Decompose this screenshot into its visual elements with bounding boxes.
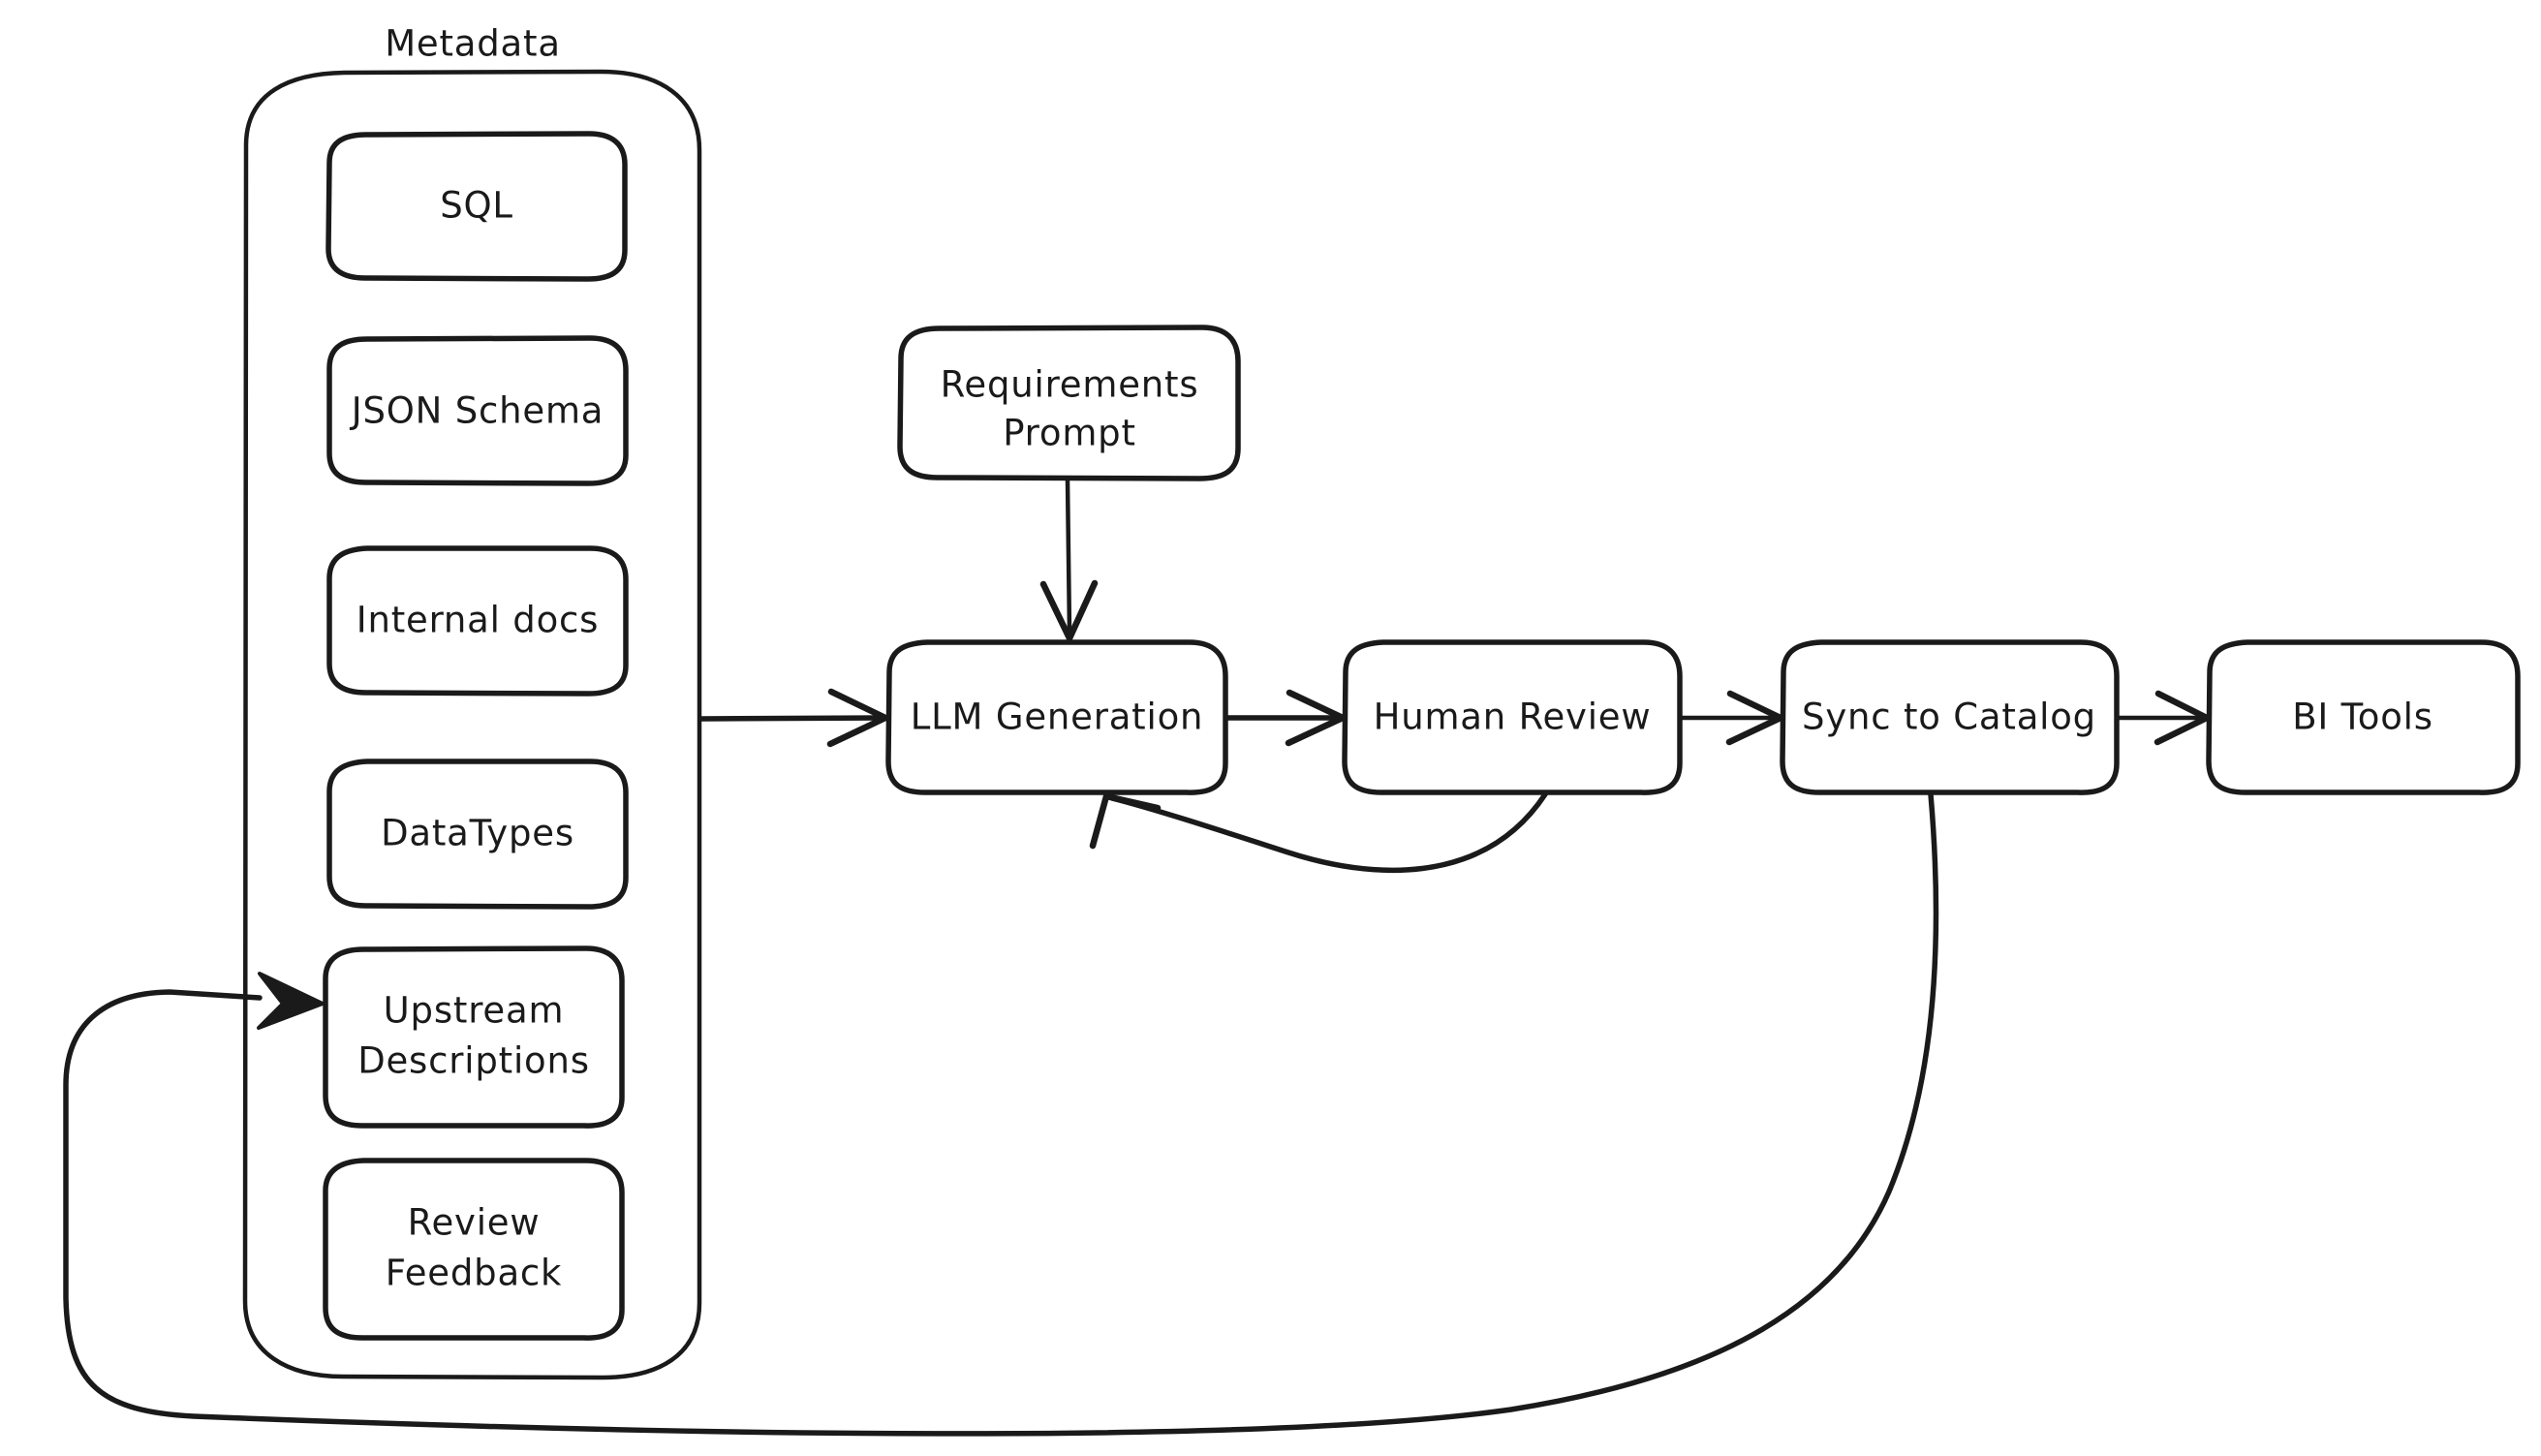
edge-llm-to-review xyxy=(1224,689,1347,747)
node-requirements-prompt-label-line2: Prompt xyxy=(1003,413,1136,454)
edge-review-to-sync xyxy=(1679,690,1784,746)
node-sync-to-catalog-shape xyxy=(1780,639,2120,795)
edge-sync-to-bi xyxy=(2116,690,2211,746)
node-llm-generation-label: LLM Generation xyxy=(911,697,1204,738)
node-upstream-descriptions[interactable]: Upstream Descriptions xyxy=(323,945,625,1129)
node-data-types[interactable]: DataTypes xyxy=(326,759,629,910)
edge-sync-to-upstream-line xyxy=(63,791,1939,1437)
node-requirements-prompt-shape xyxy=(897,325,1241,481)
edge-metadata-to-llm-line xyxy=(698,715,883,722)
node-llm-generation[interactable]: LLM Generation xyxy=(885,639,1228,795)
node-bi-tools-label: BI Tools xyxy=(2292,697,2433,738)
node-review-feedback-label-line1: Review xyxy=(408,1202,541,1244)
node-bi-tools-shape xyxy=(2206,639,2521,795)
node-human-review-label: Human Review xyxy=(1374,697,1652,738)
edge-sync-to-upstream xyxy=(63,791,1939,1437)
node-upstream-descriptions-label-line2: Descriptions xyxy=(357,1040,590,1082)
node-requirements-prompt-label-line1: Requirements xyxy=(941,364,1199,406)
node-bi-tools[interactable]: BI Tools xyxy=(2206,639,2521,795)
node-sync-to-catalog-label: Sync to Catalog xyxy=(1802,697,2096,738)
edge-prompt-to-llm-arrowhead xyxy=(1039,579,1099,642)
edge-metadata-to-llm xyxy=(698,688,889,748)
node-json-schema[interactable]: JSON Schema xyxy=(326,335,629,486)
node-review-feedback-shape xyxy=(323,1158,625,1341)
node-review-feedback-label-line2: Feedback xyxy=(386,1253,563,1294)
node-upstream-descriptions-label-line1: Upstream xyxy=(384,990,565,1032)
node-human-review[interactable]: Human Review xyxy=(1342,639,1683,795)
node-sync-to-catalog[interactable]: Sync to Catalog xyxy=(1780,639,2120,795)
edge-review-to-llm xyxy=(1089,791,1548,874)
node-internal-docs[interactable]: Internal docs xyxy=(326,545,629,697)
edge-sync-to-bi-arrowhead xyxy=(2154,690,2211,746)
edge-llm-to-review-arrowhead xyxy=(1285,689,1347,747)
edge-review-to-llm-line xyxy=(1109,791,1548,874)
node-sql-label: SQL xyxy=(440,185,513,227)
node-review-feedback[interactable]: Review Feedback xyxy=(323,1158,625,1341)
node-sql-shape xyxy=(325,131,628,282)
node-data-types-shape xyxy=(326,759,629,910)
node-json-schema-shape xyxy=(326,335,629,486)
edge-sync-to-upstream-arrowhead xyxy=(257,972,325,1030)
edge-metadata-to-llm-arrowhead xyxy=(826,688,889,748)
node-internal-docs-label: Internal docs xyxy=(356,600,600,641)
node-requirements-prompt[interactable]: Requirements Prompt xyxy=(897,325,1241,481)
node-human-review-shape xyxy=(1342,639,1683,795)
node-data-types-label: DataTypes xyxy=(381,813,574,854)
node-llm-generation-shape xyxy=(885,639,1228,795)
edge-prompt-to-llm-line xyxy=(1065,477,1072,635)
edge-review-to-sync-arrowhead xyxy=(1725,690,1784,746)
node-internal-docs-shape xyxy=(326,545,629,697)
edge-review-to-llm-arrowhead xyxy=(1089,792,1162,850)
node-json-schema-label: JSON Schema xyxy=(350,390,604,432)
node-sql[interactable]: SQL xyxy=(325,131,628,282)
edge-prompt-to-llm xyxy=(1039,477,1099,642)
node-upstream-descriptions-shape xyxy=(323,945,625,1129)
metadata-group-label: Metadata xyxy=(385,23,561,65)
